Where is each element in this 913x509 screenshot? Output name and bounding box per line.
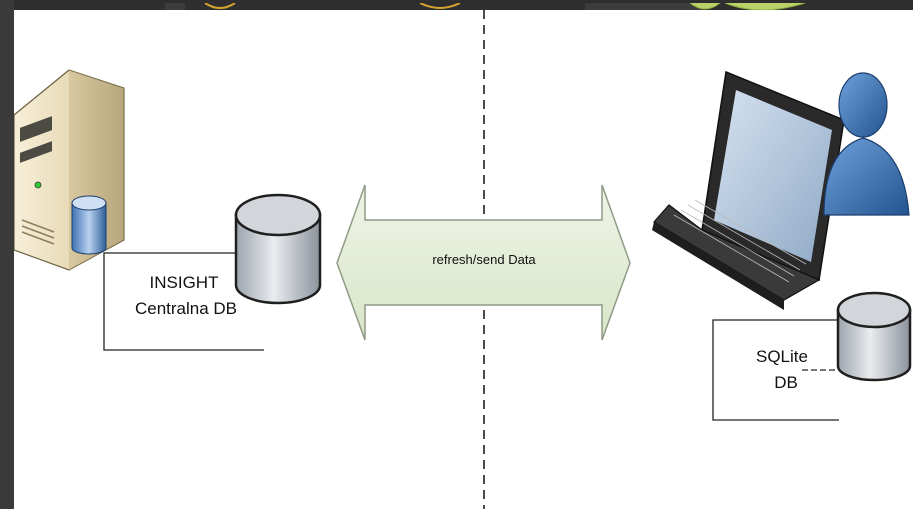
bidirectional-arrow [336, 184, 631, 341]
right-db-label-line2: DB [774, 373, 798, 392]
laptop-icon [652, 70, 845, 310]
database-cylinder-icon [234, 193, 322, 305]
left-db-label-line2: Centralna DB [135, 299, 237, 318]
left-label-bracket [103, 252, 264, 351]
right-database-cylinder-icon [836, 291, 912, 382]
server-tower-icon [13, 69, 125, 271]
top-decor [165, 2, 806, 13]
small-database-icon [71, 195, 107, 255]
top-dark-bar [0, 0, 913, 13]
user-person-icon [823, 72, 910, 216]
arrow-label: refresh/send Data [432, 252, 536, 267]
left-dark-bar [0, 0, 14, 509]
left-db-label-line1: INSIGHT [150, 273, 219, 292]
right-db-label-line1: SQLite [756, 347, 808, 366]
diagram-canvas: INSIGHT Centralna DB refresh/send Data [13, 10, 913, 509]
diagram-svg: INSIGHT Centralna DB refresh/send Data [13, 10, 912, 509]
right-label-bracket [712, 319, 839, 421]
